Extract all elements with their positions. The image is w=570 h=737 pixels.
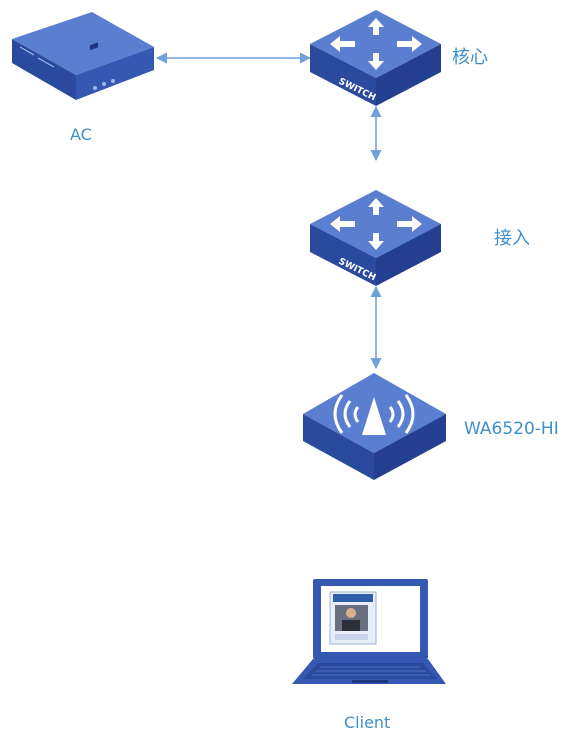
- laptop-icon: [292, 579, 446, 684]
- wireless-ap-label: WA6520-HI: [464, 419, 559, 439]
- ac-label: AC: [70, 125, 92, 144]
- access-switch-label: 接入: [494, 228, 530, 249]
- client-label: Client: [344, 713, 391, 732]
- ac-controller-icon: [12, 12, 154, 100]
- access-switch-icon: SWITCH: [310, 190, 441, 286]
- core-switch-label: 核心: [452, 47, 488, 68]
- core-switch-icon: SWITCH: [310, 10, 441, 106]
- wireless-ap-icon: [303, 373, 446, 480]
